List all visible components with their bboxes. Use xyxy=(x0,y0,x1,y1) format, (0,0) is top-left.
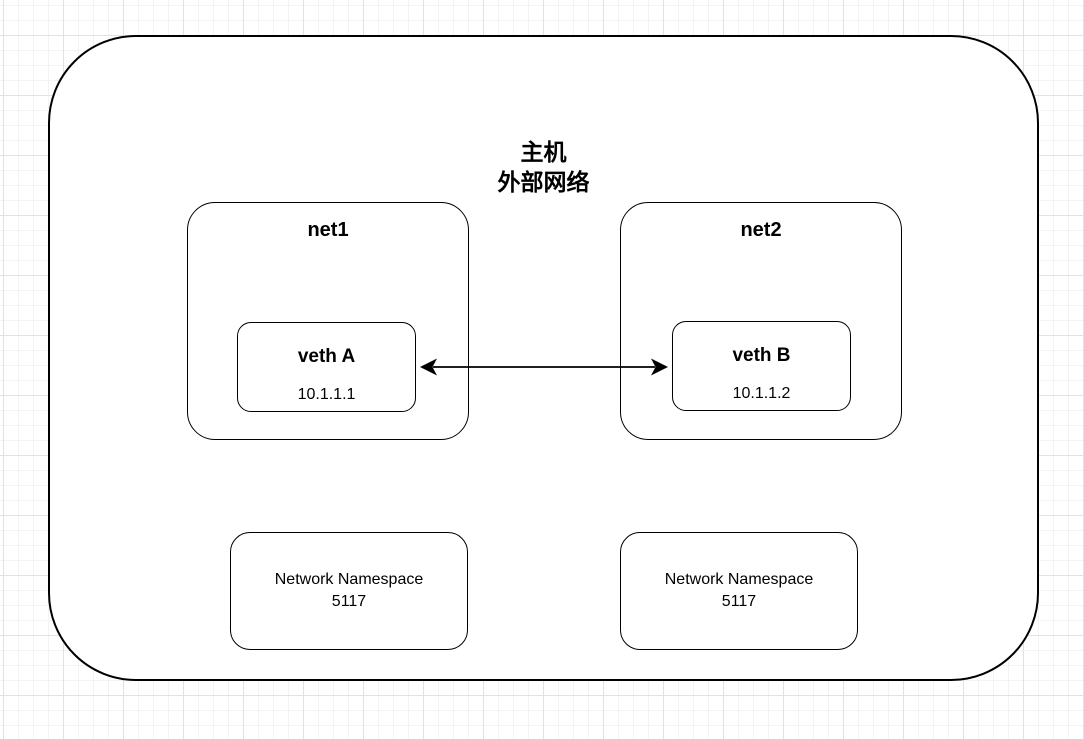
ns-left-line1: Network Namespace xyxy=(274,571,424,588)
veth-a-label: veth A xyxy=(297,346,356,367)
net1-box: net1 veth A 10.1.1.1 xyxy=(187,202,469,440)
ns-box-right: Network Namespace 5117 xyxy=(620,532,858,650)
veth-a-box: veth A 10.1.1.1 xyxy=(237,322,416,412)
veth-b-box: veth B 10.1.1.2 xyxy=(672,321,851,411)
host-title-line2: 外部网络 xyxy=(497,169,590,195)
ns-left-line2: 5117 xyxy=(331,593,367,610)
ns-box-left: Network Namespace 5117 xyxy=(230,532,468,650)
ns-right-line2: 5117 xyxy=(721,593,757,610)
net1-label: net1 xyxy=(307,219,349,241)
veth-b-ip: 10.1.1.2 xyxy=(732,385,791,402)
host-title-line1: 主机 xyxy=(520,139,567,165)
ns-right-line1: Network Namespace xyxy=(664,571,814,588)
net2-label: net2 xyxy=(740,219,782,241)
veth-a-ip: 10.1.1.1 xyxy=(297,386,356,403)
host-title: 主机 外部网络 xyxy=(50,137,1037,197)
veth-b-label: veth B xyxy=(732,345,791,366)
net2-box: net2 veth B 10.1.1.2 xyxy=(620,202,902,440)
